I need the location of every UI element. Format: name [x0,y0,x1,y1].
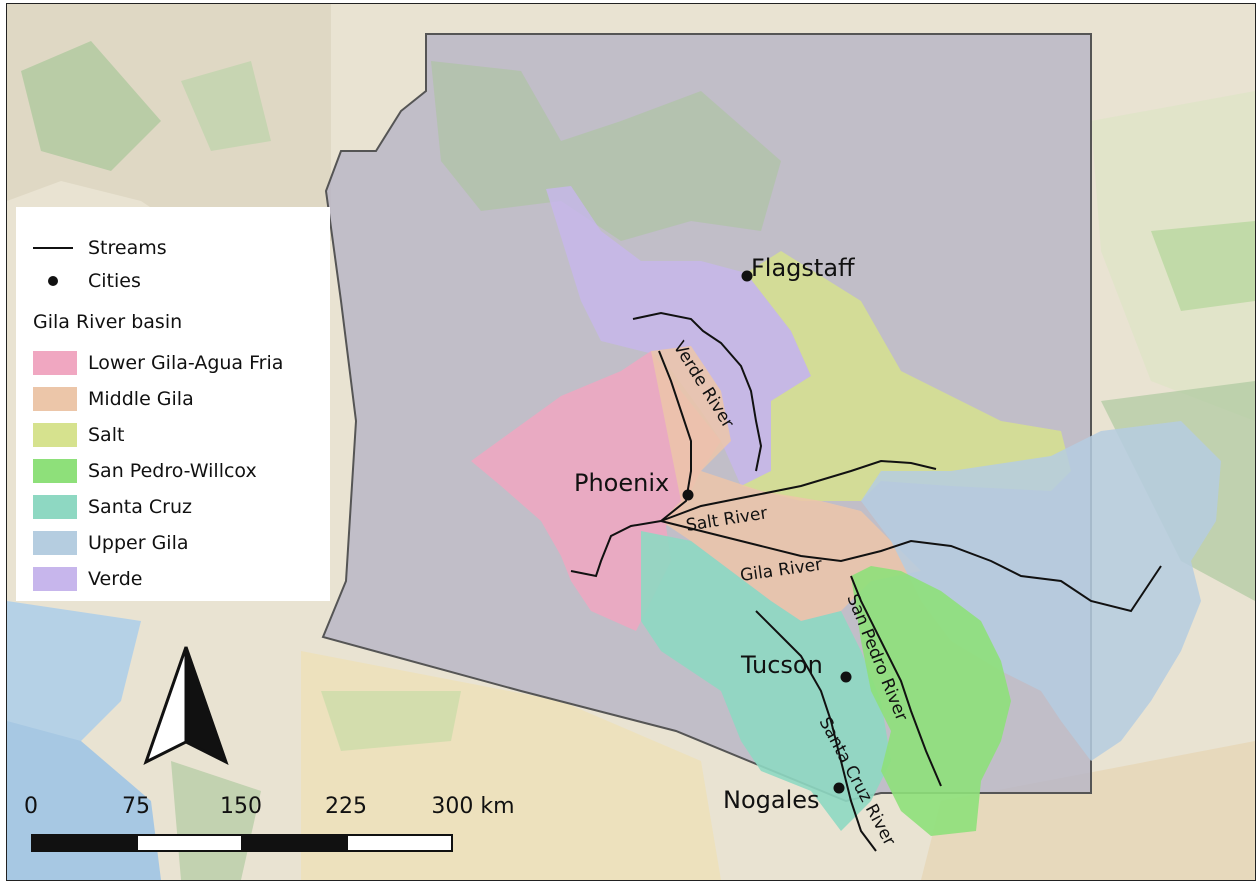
stream-salt [660,459,937,522]
stream-san-pedro [850,575,942,787]
scale-label: 0 [24,794,38,819]
scale-segment [241,834,348,852]
basin-swatch [33,495,77,519]
city-label-tucson: Tucson [740,651,823,679]
basin-middle-gila [651,346,921,621]
legend-item-basin: Middle Gila [16,384,194,414]
legend-group-title: Gila River basin [33,311,183,333]
legend-label: Middle Gila [88,388,194,410]
basin-san-pedro [851,566,1011,836]
stream-gila-lower [570,520,662,578]
scale-label: 300 km [431,794,515,819]
basin-swatch [33,387,77,411]
scale-segment [31,834,138,852]
legend-item-basin: Lower Gila-Agua Fria [16,348,283,378]
stream-gila-upper [660,520,1162,613]
city-marker-phoenix [682,489,694,501]
legend-label: Santa Cruz [88,496,192,518]
scale-label: 75 [122,794,150,819]
basin-swatch [33,531,77,555]
legend-label: Salt [88,424,125,446]
basin-upper-gila [861,421,1221,761]
legend-item-basin: Upper Gila [16,528,189,558]
city-dot-icon [48,276,58,286]
basin-polygons [471,186,1221,836]
legend-label: Lower Gila-Agua Fria [88,352,284,374]
map-frame: Flagstaff Phoenix Tucson Nogales Verde R… [6,3,1256,881]
basin-salt [741,251,1071,501]
basin-swatch [33,567,77,591]
forest-overlay [431,61,781,241]
scale-segment [346,834,453,852]
legend-label: Streams [88,237,167,259]
basin-swatch [33,423,77,447]
north-arrow-icon [143,646,229,765]
legend-label: Upper Gila [88,532,189,554]
legend-item-cities: Cities [16,266,141,296]
city-label-flagstaff: Flagstaff [751,254,855,282]
cities-layer: Flagstaff Phoenix Tucson Nogales [574,254,855,814]
legend-label: Cities [88,270,141,292]
legend-item-basin: Verde [16,564,142,594]
legend-item-basin: San Pedro-Willcox [16,456,257,486]
map-canvas[interactable]: Flagstaff Phoenix Tucson Nogales Verde R… [7,4,1255,880]
basin-swatch [33,459,77,483]
stream-santa-cruz [755,610,877,852]
streams-layer [570,311,1162,852]
stream-line-icon [33,247,73,249]
scale-bar: 0 75 150 225 300 km [21,794,515,864]
stream-agua-fria [658,350,692,522]
city-marker-tucson [840,671,852,683]
city-marker-flagstaff [741,270,753,282]
city-label-phoenix: Phoenix [574,469,669,497]
city-marker-nogales [833,782,845,794]
basin-verde [546,186,811,486]
city-label-nogales: Nogales [723,786,820,814]
legend-item-basin: Santa Cruz [16,492,192,522]
scale-label: 225 [325,794,367,819]
legend-item-basin: Salt [16,420,124,450]
legend-label: Verde [88,568,143,590]
basin-santa-cruz [641,531,891,831]
legend-item-streams: Streams [16,233,167,263]
scale-segment [136,834,243,852]
basin-swatch [33,351,77,375]
legend-label: San Pedro-Willcox [88,460,257,482]
stream-verde [632,311,763,472]
scale-label: 150 [220,794,262,819]
